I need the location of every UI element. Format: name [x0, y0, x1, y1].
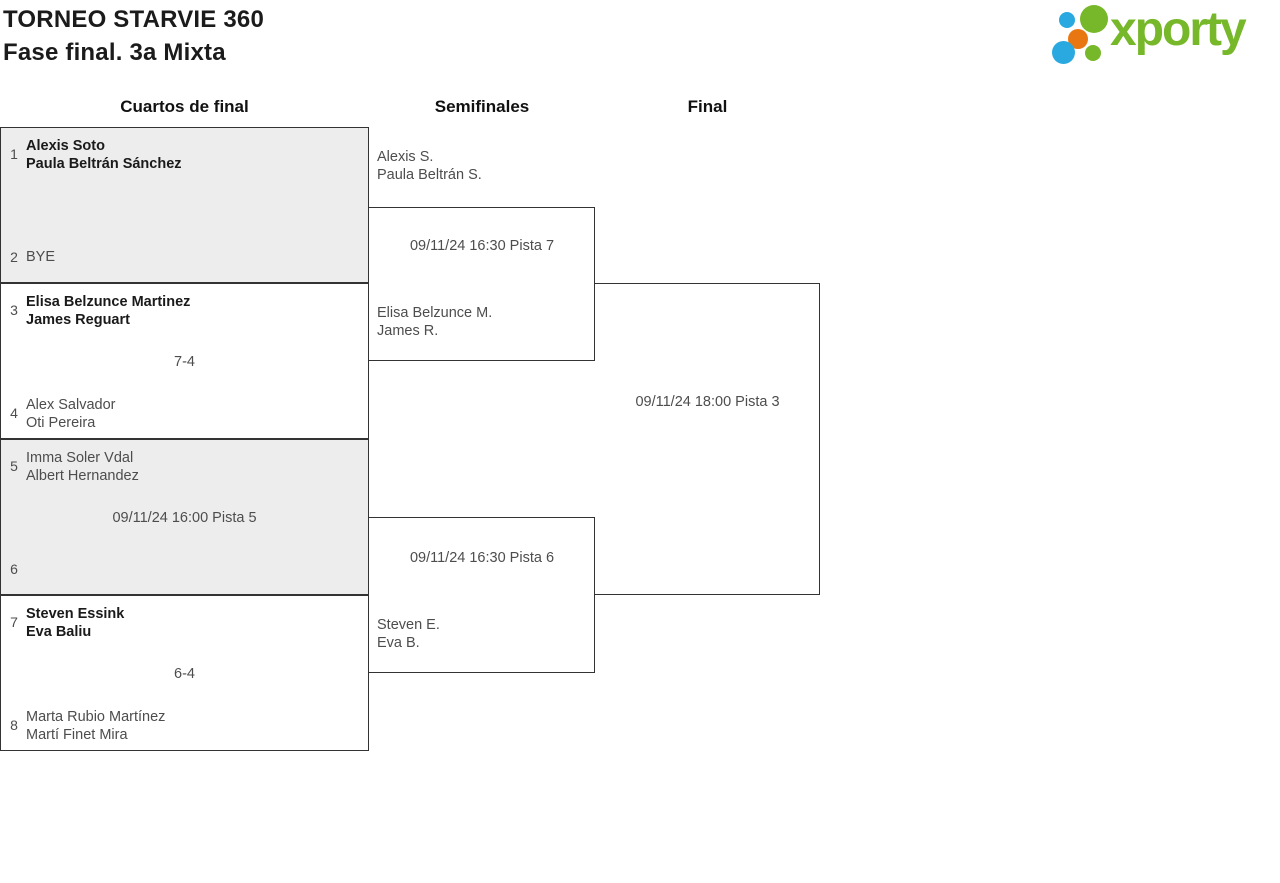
- match-score: 6-4: [174, 666, 195, 682]
- match-box-quarterfinal-4[interactable]: [0, 595, 369, 751]
- seed-number: 3: [10, 302, 18, 318]
- seed-number: 4: [10, 405, 18, 421]
- player-name: James Reguart: [26, 312, 130, 328]
- player-name: Paula Beltrán Sánchez: [26, 156, 182, 172]
- logo-dot-icon: [1052, 41, 1075, 64]
- page-subtitle: Fase final. 3a Mixta: [3, 39, 226, 66]
- xporty-logo[interactable]: xporty: [1048, 0, 1276, 72]
- player-name: BYE: [26, 249, 56, 265]
- round-header-quarterfinals: Cuartos de final: [120, 97, 249, 116]
- match-schedule: 09/11/24 16:30 Pista 7: [409, 238, 555, 254]
- player-name: Elisa Belzunce M.: [377, 305, 493, 321]
- player-name: Alexis S.: [377, 149, 434, 165]
- round-header-final: Final: [687, 97, 728, 116]
- player-name: Paula Beltrán S.: [377, 167, 482, 183]
- xporty-logo-text: xporty: [1110, 3, 1247, 56]
- match-score: 7-4: [174, 354, 195, 370]
- logo-dot-icon: [1085, 45, 1101, 61]
- logo-dot-icon: [1080, 5, 1108, 33]
- player-name: Eva B.: [377, 635, 420, 651]
- seed-number: 5: [10, 458, 18, 474]
- round-header-semifinals: Semifinales: [434, 97, 530, 116]
- player-name: Martí Finet Mira: [26, 727, 128, 743]
- player-name: Steven E.: [377, 617, 440, 633]
- match-schedule: 09/11/24 16:30 Pista 6: [409, 550, 555, 566]
- page-title: TORNEO STARVIE 360: [3, 6, 265, 33]
- player-name: Albert Hernandez: [26, 468, 139, 484]
- player-name: Eva Baliu: [26, 624, 92, 640]
- player-name: Elisa Belzunce Martinez: [26, 294, 191, 310]
- seed-number: 6: [10, 561, 18, 577]
- logo-dot-icon: [1059, 12, 1075, 28]
- player-name: Alex Salvador: [26, 397, 116, 413]
- player-name: Imma Soler Vdal: [26, 450, 134, 466]
- logo-dot-icon: [1068, 29, 1088, 49]
- match-box-quarterfinal-2[interactable]: [0, 283, 369, 439]
- seed-number: 2: [10, 249, 18, 265]
- player-name: Alexis Soto: [26, 138, 105, 154]
- seed-number: 8: [10, 717, 18, 733]
- match-box-quarterfinal-1[interactable]: [0, 127, 369, 283]
- seed-number: 7: [10, 614, 18, 630]
- match-schedule: 09/11/24 18:00 Pista 3: [635, 394, 780, 410]
- match-schedule: 09/11/24 16:00 Pista 5: [112, 510, 257, 526]
- match-box-semifinal-1[interactable]: [368, 207, 595, 361]
- player-name: Oti Pereira: [26, 415, 96, 431]
- player-name: James R.: [377, 323, 439, 339]
- player-name: Marta Rubio Martínez: [26, 709, 166, 725]
- match-box-semifinal-2[interactable]: [368, 517, 595, 673]
- match-box-final[interactable]: [595, 283, 820, 595]
- seed-number: 1: [10, 146, 18, 162]
- player-name: Steven Essink: [26, 606, 125, 622]
